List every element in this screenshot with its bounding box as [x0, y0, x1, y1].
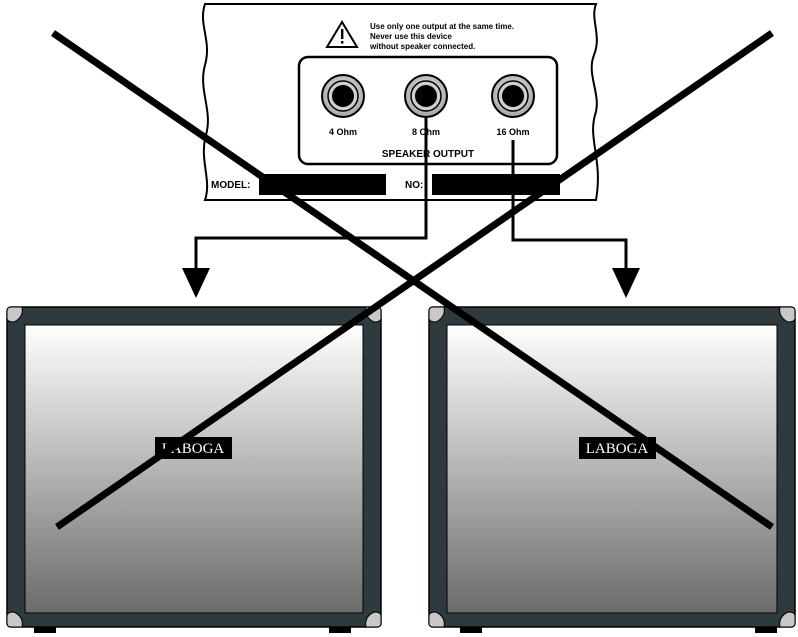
corner-protector-icon [428, 306, 796, 628]
jack-label-4-ohm: 4 Ohm [329, 127, 357, 137]
speaker-cabinet-right: LABOGA [428, 306, 796, 633]
prohibited-cross-icon [51, 30, 774, 530]
speaker-cabinet-left: LABOGA [6, 306, 382, 633]
warning-line-2: Never use this device [370, 32, 452, 41]
jack-16-ohm [491, 74, 535, 118]
model-label: MODEL: [211, 180, 250, 191]
warning-line-3: without speaker connected. [369, 42, 475, 51]
brand-logo-text: LABOGA [586, 441, 649, 457]
jack-label-16-ohm: 16 Ohm [496, 127, 529, 137]
cable-left [194, 117, 428, 272]
jack-4-ohm [321, 74, 365, 118]
cabinet-grille [24, 324, 364, 614]
warning-line-1: Use only one output at the same time. [370, 22, 514, 31]
arrow-down-icon-left [182, 268, 210, 298]
cabinet-feet [34, 625, 56, 633]
number-label: NO: [405, 180, 423, 191]
amplifier-panel: Use only one output at the same time. Ne… [201, 3, 599, 201]
cabinet-feet [329, 625, 351, 633]
number-field [432, 174, 560, 195]
cabinet-feet [755, 625, 777, 633]
panel-outline [201, 3, 599, 201]
model-field [259, 174, 386, 195]
cabinet-grille [446, 324, 778, 614]
speaker-output-label: SPEAKER OUTPUT [382, 149, 474, 160]
warning-triangle-icon [325, 20, 359, 48]
cabinet-feet [460, 625, 482, 633]
cable-right [511, 140, 628, 272]
arrow-down-icon-right [612, 268, 640, 298]
brand-logo: LABOGA [579, 437, 656, 459]
speaker-output-box [297, 55, 559, 166]
jack-8-ohm [404, 74, 448, 118]
